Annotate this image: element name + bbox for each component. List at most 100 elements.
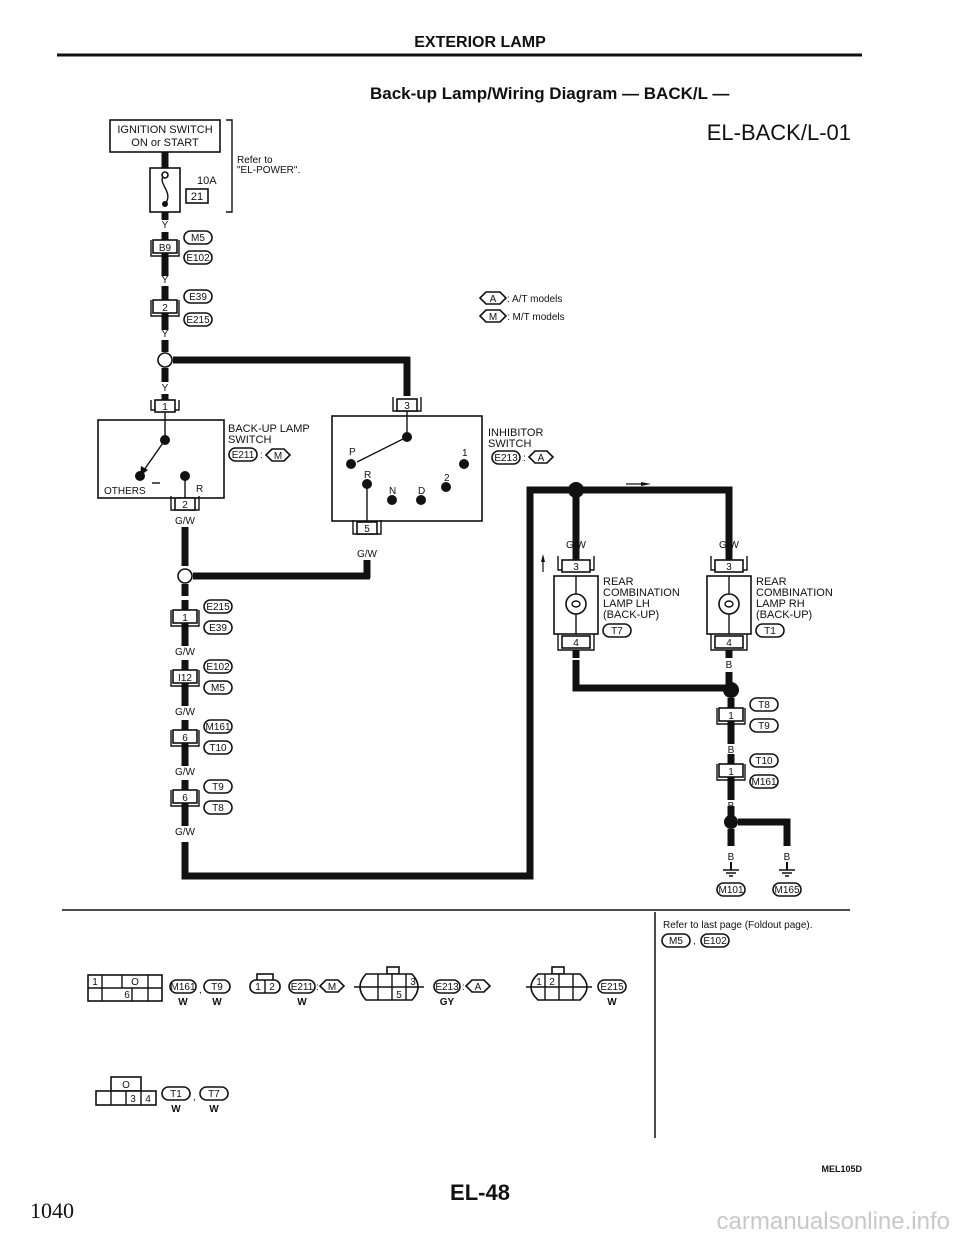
ignition-switch-state: ON or START: [131, 137, 199, 149]
splice-hollow: [177, 568, 193, 584]
splice-junction: [568, 482, 584, 498]
cell-label: 2: [269, 982, 275, 993]
connector-id-badge: [749, 774, 779, 789]
connector-pin-box: [714, 635, 744, 649]
component-label: LAMP LH: [603, 598, 650, 610]
legend-symbol: A: [490, 294, 497, 305]
connector-view-e215: 1 2 E215 W: [526, 966, 627, 1008]
connector-pin: 3: [726, 562, 732, 573]
component-label: (BACK-UP): [756, 609, 812, 621]
wire-color-label: G/W: [175, 767, 196, 778]
fuse-number-box: [185, 188, 209, 204]
svg-text:,: ,: [193, 1092, 196, 1103]
connector-id-badge: [755, 623, 785, 638]
page-code: EL-48: [450, 1180, 510, 1205]
bulb-filament-icon: [724, 600, 734, 608]
component-label: REAR: [603, 576, 634, 588]
inhibitor-switch: 3 P R N D 2 1 5 INHIBITOR SWITCH E213 : …: [331, 397, 555, 535]
connector-color: W: [212, 997, 222, 1008]
cell-label: 5: [396, 990, 402, 1001]
legend: A : A/T models M : M/T models: [478, 291, 565, 323]
splice-hollow: [157, 352, 173, 368]
connector-id-badge: [602, 623, 632, 638]
wire-color-label: Y: [404, 383, 411, 394]
foldout-note: Refer to last page (Foldout page).: [663, 920, 813, 931]
connector-id: E213: [494, 453, 518, 464]
connector-color: W: [178, 997, 188, 1008]
cell-label: 1: [92, 977, 98, 988]
component-label: BACK-UP LAMP: [228, 423, 310, 435]
wire-color-label: Y: [162, 383, 169, 394]
svg-text::: :: [260, 450, 263, 461]
connector-color: GY: [440, 997, 455, 1008]
connector-pin-box: [172, 789, 198, 804]
legend-text: : M/T models: [507, 312, 565, 323]
legend-symbol: M: [489, 312, 497, 323]
connector-id-badge: [203, 620, 233, 635]
wire-color-label: Y: [162, 220, 169, 231]
connector-pin-box: [561, 635, 591, 649]
connector-2-e39: 2 E39 E215 Y: [150, 286, 213, 340]
gear-position-label: 2: [444, 473, 450, 484]
section-title: EXTERIOR LAMP: [414, 34, 546, 51]
connector-color: W: [209, 1104, 219, 1115]
separator: ,: [693, 936, 696, 947]
cell-label: 1: [536, 977, 542, 988]
switch-position-label: R: [196, 484, 203, 495]
wire-color-label: G/W: [175, 707, 196, 718]
wire-color-label: G/W: [357, 549, 378, 560]
connector-id-badge: [203, 719, 233, 734]
component-label: (BACK-UP): [603, 609, 659, 621]
diagram-title: Back-up Lamp/Wiring Diagram — BACK/L —: [370, 84, 729, 103]
ignition-switch-label: IGNITION SWITCH: [117, 124, 212, 136]
component-label: INHIBITOR: [488, 427, 543, 439]
connector-id: T10: [755, 756, 773, 767]
component-label: REAR: [756, 576, 787, 588]
connector-id-badge: [772, 882, 802, 897]
connector-id: T8: [758, 700, 770, 711]
connector-shell: [170, 790, 200, 807]
connector-id: M161: [205, 722, 230, 733]
connector-shell: [716, 764, 746, 781]
connector-id: E213: [435, 982, 459, 993]
model-a-symbol: [478, 291, 508, 305]
connector-id: M5: [191, 233, 205, 244]
fuse-rating: 10A: [197, 175, 217, 187]
gear-position-label: 1: [462, 448, 468, 459]
connector-id: M161: [751, 777, 776, 788]
component-label: LAMP RH: [756, 598, 805, 610]
component-label: SWITCH: [488, 438, 531, 450]
connector-id: M165: [774, 885, 799, 896]
legend-text: : A/T models: [507, 294, 562, 305]
cell-label: O: [122, 1080, 130, 1091]
splice-junction: [723, 682, 739, 698]
wire-color-label: G/W: [175, 647, 196, 658]
component-label: COMBINATION: [603, 587, 680, 599]
gear-position-label: N: [389, 486, 396, 497]
connector-color: W: [171, 1104, 181, 1115]
connector-id: E211: [232, 450, 255, 461]
connector-pin: 3: [573, 562, 579, 573]
connector-id: T9: [758, 721, 770, 732]
connector-view-t1-t7: O 3 4 T1 , T7 W W: [95, 1076, 229, 1115]
connector-id: E211: [291, 982, 314, 993]
connector-id: T9: [211, 982, 223, 993]
figure-code: MEL105D: [821, 1164, 862, 1174]
connector-pin-box: [172, 729, 198, 744]
wire-color-label: B: [728, 852, 735, 863]
connector-shell: [170, 730, 200, 747]
connector-pin-box: [172, 609, 198, 624]
bulb-filament-icon: [571, 600, 581, 608]
connector-id: T7: [208, 1089, 220, 1100]
bulb-icon: [718, 593, 740, 615]
lamp-feed-wire: [181, 486, 733, 880]
refer-text-2: "EL-POWER".: [237, 165, 300, 176]
connector-id: E215: [206, 602, 230, 613]
connector-id: E102: [186, 253, 210, 264]
connector-view-e211: 1 2 E211 : M W: [249, 973, 346, 1008]
connector-pin: B9: [159, 243, 172, 254]
